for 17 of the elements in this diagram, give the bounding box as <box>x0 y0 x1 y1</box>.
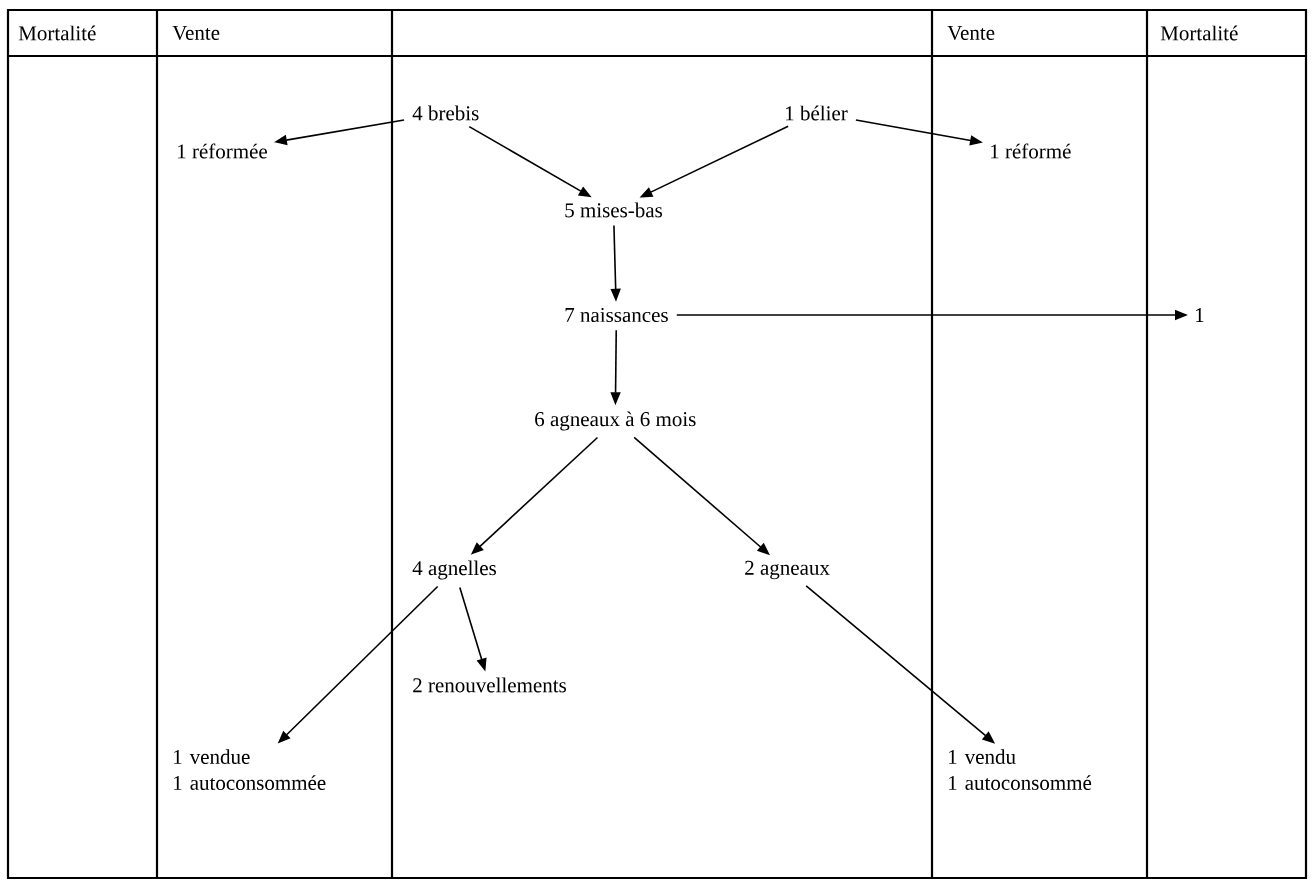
quantity-label: 7 naissances <box>565 307 668 323</box>
column-header: Mortalité <box>1160 25 1238 41</box>
quantity-label: 5 mises-bas <box>565 202 663 218</box>
quantity-label: 4 brebis <box>412 105 479 121</box>
quantity-label: 1 réformée <box>178 143 267 159</box>
quantity-label: 1 réformé <box>991 143 1071 159</box>
quantity-label: 2 agneaux <box>745 560 830 580</box>
column-header: Mortalité <box>18 25 96 41</box>
quantity-label: 4 agnelles <box>412 560 496 580</box>
quantity-label: 1 vendue 1 autoconsommée <box>174 749 326 790</box>
quantity-label: 1 vendu 1 autoconsommé <box>949 749 1092 790</box>
quantity-label: 6 agneaux à 6 mois <box>535 411 696 431</box>
quantity-label: 2 renouvellements <box>413 677 566 693</box>
quantity-label: 1 <box>1196 308 1204 322</box>
column-header: Vente <box>172 25 220 41</box>
quantity-label: 1 bélier <box>786 105 848 121</box>
column-header: Vente <box>947 25 995 41</box>
